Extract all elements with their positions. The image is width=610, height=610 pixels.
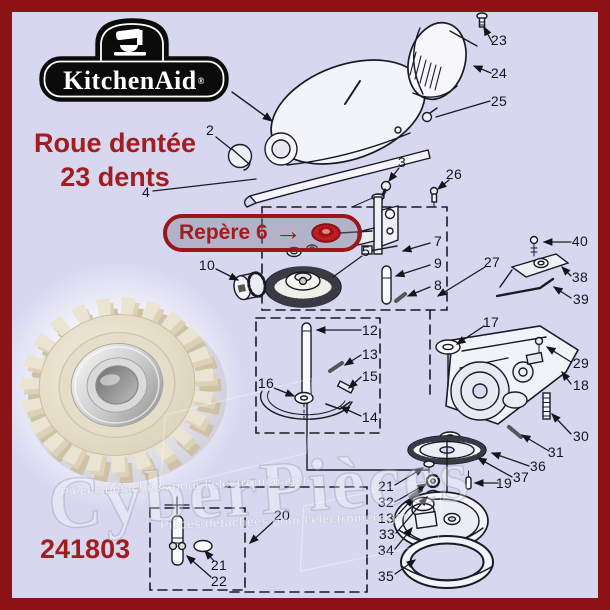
- part-label-18: 18: [572, 377, 590, 393]
- logo-pointer-line: [231, 91, 274, 122]
- part-label-14: 14: [361, 409, 379, 425]
- repere-callout: Repère 6 →: [163, 214, 362, 252]
- part-number: 241803: [40, 534, 131, 564]
- part-label-24: 24: [490, 65, 508, 81]
- part-label-40: 40: [571, 233, 589, 249]
- part-label-12: 12: [361, 322, 379, 338]
- worm-follower-gear-5-drawing: [264, 266, 342, 308]
- part-label-19: 19: [495, 475, 513, 491]
- part-label-3: 3: [397, 154, 407, 170]
- part-label-5: 5: [361, 243, 371, 259]
- spring-30-drawing: [542, 392, 551, 420]
- part-label-16: 16: [257, 375, 275, 391]
- part-label-27: 27: [483, 254, 501, 270]
- kitchenaid-logo-text: KitchenAid®: [63, 66, 205, 95]
- group-boxes: [149, 206, 448, 593]
- pin-31-drawing: [507, 425, 523, 439]
- part-label-29: 29: [572, 355, 590, 371]
- part-label-39: 39: [572, 291, 590, 307]
- gearbox-housing-drawing: [435, 325, 580, 443]
- part-label-34: 34: [377, 542, 395, 558]
- part-label-21: 21: [377, 478, 395, 494]
- leader-lines: [152, 25, 572, 578]
- part-label-15: 15: [361, 368, 379, 384]
- page-title: Roue dentée 23 dents: [28, 126, 202, 194]
- part-label-33: 33: [378, 526, 396, 542]
- part-label-37: 37: [512, 469, 530, 485]
- screw-26-drawing: [429, 186, 439, 208]
- part-label-23: 23: [490, 32, 508, 48]
- part-label-10: 10: [198, 257, 216, 273]
- part-label-32: 32: [377, 494, 395, 510]
- gear-10-drawing: [233, 271, 267, 301]
- part-label-9: 9: [433, 255, 443, 271]
- pin-assembly-drawing: [164, 496, 213, 566]
- part-label-38: 38: [571, 269, 589, 285]
- mixer-head-drawing: [243, 59, 431, 208]
- part-label-31: 31: [547, 444, 565, 460]
- title-line1: Roue dentée: [33, 128, 197, 158]
- part-label-7: 7: [433, 233, 443, 249]
- hub-cover-drawing: [407, 21, 467, 101]
- screw-2-drawing: [227, 143, 253, 171]
- part-label-35: 35: [377, 568, 395, 584]
- plate-38-drawing: [495, 235, 570, 298]
- part-label-30: 30: [572, 428, 590, 444]
- part-label-26: 26: [445, 166, 463, 182]
- part-label-20: 20: [273, 507, 291, 523]
- clip-25-drawing: [421, 107, 438, 123]
- part-label-21: 21: [210, 557, 228, 573]
- screw-3-drawing: [351, 180, 392, 208]
- part-label-36: 36: [529, 458, 547, 474]
- pin-9-8-drawing: [381, 265, 407, 305]
- screw-23-drawing: [449, 12, 488, 47]
- gear-photo: [20, 297, 227, 484]
- part-label-2: 2: [205, 122, 215, 138]
- part-label-17: 17: [482, 314, 500, 330]
- drip-ring-drawing: [400, 535, 494, 589]
- part-label-8: 8: [433, 277, 443, 293]
- stand-mixer-icon: [114, 28, 146, 56]
- title-line2: 23 dents: [60, 162, 170, 192]
- kitchenaid-logo: [39, 18, 229, 102]
- small-stack-parts-drawing: [409, 460, 472, 501]
- callout-label: Repère 6: [179, 221, 268, 244]
- part-label-13: 13: [377, 510, 395, 526]
- planetary-carrier-drawing: [393, 491, 489, 551]
- bracket-7-drawing: [357, 193, 399, 255]
- part-label-22: 22: [210, 573, 228, 589]
- part-label-4: 4: [141, 184, 151, 200]
- part-label-13: 13: [361, 346, 379, 362]
- planetary-shaft-drawing: [259, 322, 355, 420]
- arrow-right-icon: →: [274, 216, 302, 246]
- highlighted-worm-gear-icon: [310, 223, 341, 243]
- part-label-25: 25: [490, 93, 508, 109]
